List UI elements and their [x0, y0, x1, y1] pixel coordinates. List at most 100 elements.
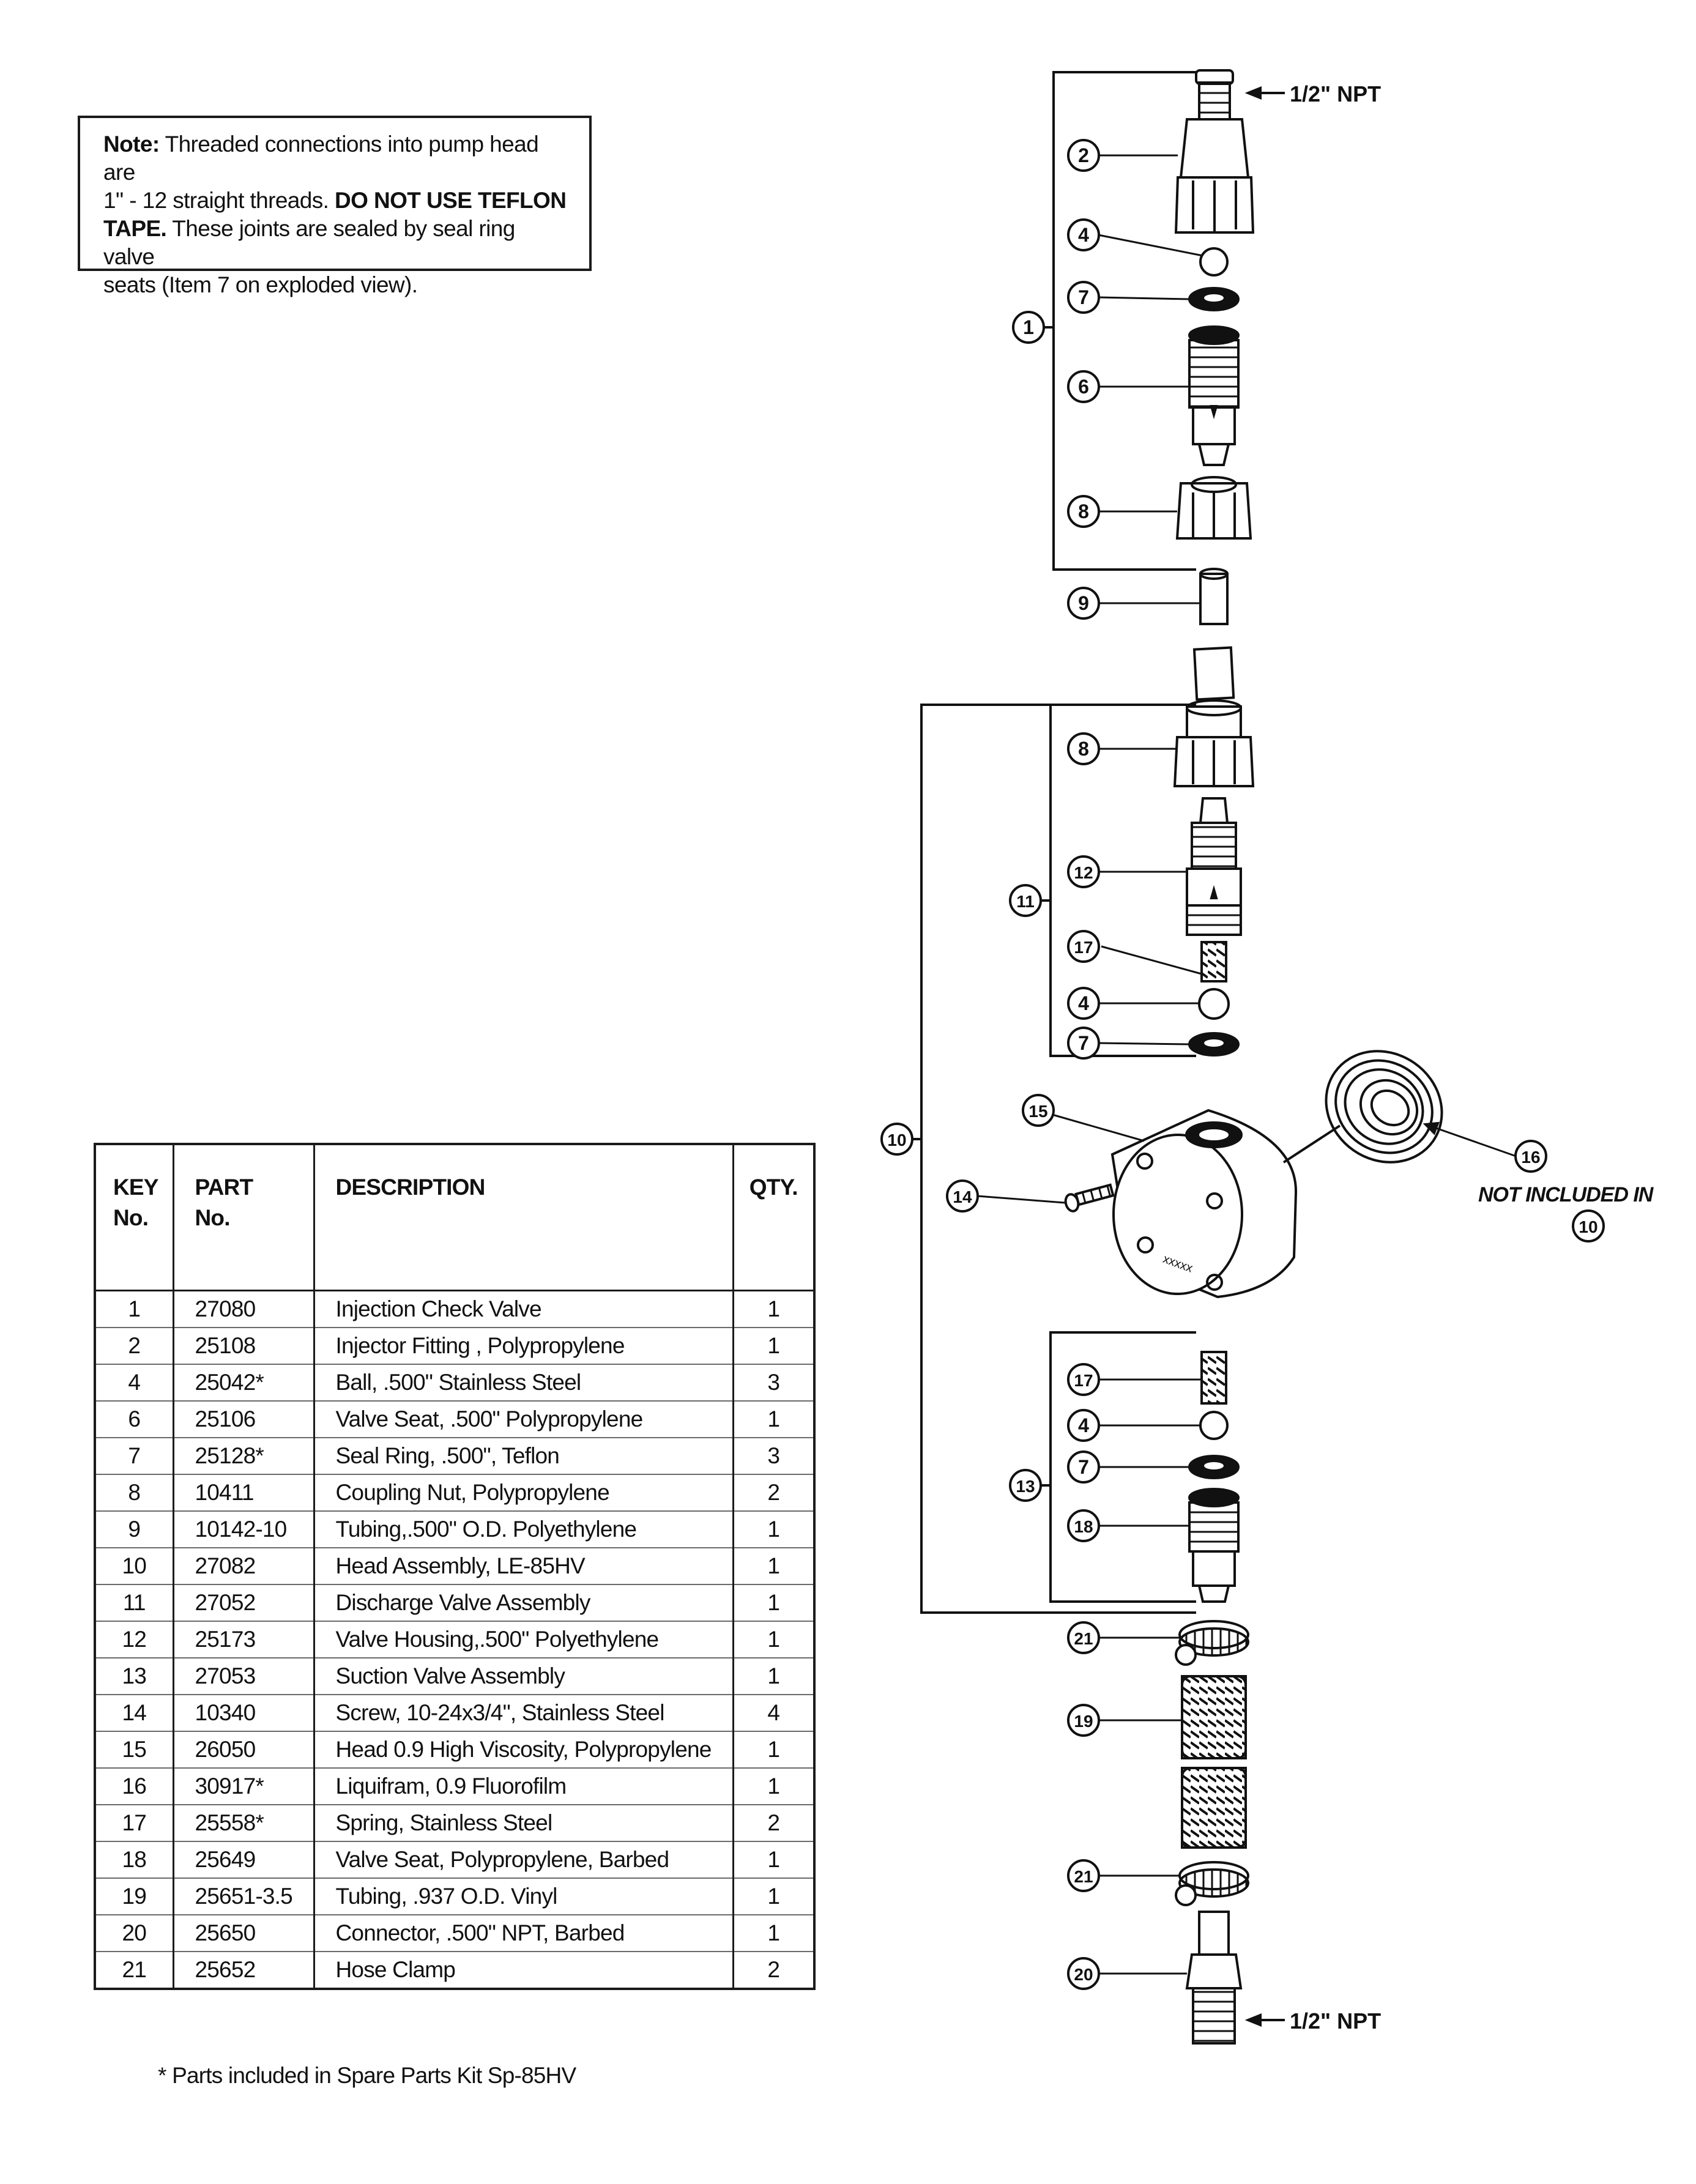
callouts — [880, 139, 1605, 1990]
cell-qty: 3 — [732, 1364, 816, 1402]
cell-desc: Suction Valve Assembly — [313, 1658, 734, 1695]
cell-part: 25558* — [172, 1805, 315, 1842]
cell-part: 25173 — [172, 1621, 315, 1658]
cell-part: 25106 — [172, 1401, 315, 1438]
part-2-injector-fitting — [1174, 69, 1285, 234]
cell-desc: Connector, .500" NPT, Barbed — [313, 1915, 734, 1952]
cell-key: 19 — [94, 1878, 174, 1915]
cell-key: 8 — [94, 1474, 174, 1512]
callout-8: 8 — [1078, 500, 1089, 522]
cell-part: 27082 — [172, 1548, 315, 1585]
cell-desc: Ball, .500" Stainless Steel — [313, 1364, 734, 1402]
cell-key: 20 — [94, 1915, 174, 1952]
cell-key: 18 — [94, 1841, 174, 1879]
cell-qty: 3 — [732, 1438, 816, 1475]
cell-key: 13 — [94, 1658, 174, 1695]
cell-desc: Discharge Valve Assembly — [313, 1584, 734, 1622]
callout-7-low: 7 — [1078, 1456, 1089, 1478]
cell-qty: 4 — [732, 1695, 816, 1732]
callout-18: 18 — [1074, 1517, 1093, 1536]
callout-13: 13 — [1016, 1477, 1035, 1496]
callout-4: 4 — [1078, 224, 1089, 246]
cell-desc: Coupling Nut, Polypropylene — [313, 1474, 734, 1512]
cell-qty: 1 — [732, 1915, 816, 1952]
cell-desc: Spring, Stainless Steel — [313, 1805, 734, 1842]
part-8-coupling-nut-lower — [1173, 699, 1255, 787]
cell-qty: 1 — [732, 1731, 816, 1769]
cell-desc: Screw, 10-24x3/4", Stainless Steel — [313, 1695, 734, 1732]
callout-17-low: 17 — [1074, 1371, 1093, 1390]
callout-17: 17 — [1074, 938, 1093, 957]
callout-10: 10 — [887, 1131, 906, 1150]
cell-key: 2 — [94, 1328, 174, 1365]
cell-desc: Liquifram, 0.9 Fluorofilm — [313, 1768, 734, 1805]
part-17-spring-top — [1200, 941, 1227, 982]
cell-desc: Hose Clamp — [313, 1952, 734, 1989]
cell-qty: 1 — [732, 1878, 816, 1915]
cell-desc: Tubing,.500" O.D. Polyethylene — [313, 1511, 734, 1548]
part-17-spring-bottom — [1200, 1351, 1227, 1405]
cell-qty: 1 — [732, 1621, 816, 1658]
callout-7-mid: 7 — [1078, 1032, 1089, 1054]
cell-qty: 1 — [732, 1511, 816, 1548]
callout-21: 21 — [1074, 1629, 1093, 1648]
cell-key: 12 — [94, 1621, 174, 1658]
npt-top-label: 1/2" NPT — [1290, 81, 1381, 106]
header-qty: QTY. — [732, 1144, 816, 1291]
bracket-1 — [1043, 71, 1196, 571]
note-label: Note: — [103, 132, 160, 157]
note-warning: DO NOT USE TEFLON — [335, 188, 567, 213]
callout-16: 16 — [1521, 1148, 1540, 1167]
cell-qty: 1 — [732, 1768, 816, 1805]
cell-part: 27052 — [172, 1584, 315, 1622]
cell-desc: Valve Seat, Polypropylene, Barbed — [313, 1841, 734, 1879]
callout-7: 7 — [1078, 286, 1089, 308]
cell-qty: 1 — [732, 1328, 816, 1365]
cell-key: 11 — [94, 1584, 174, 1622]
cell-qty: 1 — [732, 1401, 816, 1438]
cell-part: 10142-10 — [172, 1511, 315, 1548]
part-20-connector — [1185, 1911, 1285, 2045]
callout-21-low: 21 — [1074, 1867, 1093, 1886]
npt-bottom-label: 1/2" NPT — [1290, 2008, 1381, 2034]
cell-key: 15 — [94, 1731, 174, 1769]
part-18-valve-seat-barbed — [1188, 1488, 1240, 1603]
cell-key: 6 — [94, 1401, 174, 1438]
cell-part: 25042* — [172, 1364, 315, 1402]
callout-19: 19 — [1074, 1712, 1093, 1731]
cell-key: 7 — [94, 1438, 174, 1475]
callout-11: 11 — [1016, 892, 1035, 911]
callout-14: 14 — [953, 1187, 972, 1206]
part-19-vinyl-tubing — [1181, 1675, 1247, 1849]
header-description: DESCRIPTION — [313, 1144, 734, 1291]
part-4-ball-mid — [1198, 988, 1230, 1020]
note-line4: seats (Item 7 on exploded view). — [103, 272, 418, 297]
cell-qty: 2 — [732, 1952, 816, 1989]
cell-desc: Head 0.9 High Viscosity, Polypropylene — [313, 1731, 734, 1769]
cell-desc: Valve Seat, .500" Polypropylene — [313, 1401, 734, 1438]
part-16-diaphragm — [1325, 1050, 1443, 1164]
cell-qty: 1 — [732, 1841, 816, 1879]
part-12-valve-housing — [1186, 797, 1242, 936]
cell-qty: 2 — [732, 1474, 816, 1512]
cell-part: 27053 — [172, 1658, 315, 1695]
cell-key: 1 — [94, 1290, 174, 1328]
cell-key: 14 — [94, 1695, 174, 1732]
callout-8-lower: 8 — [1078, 738, 1089, 760]
part-6-valve-seat — [1188, 325, 1240, 466]
